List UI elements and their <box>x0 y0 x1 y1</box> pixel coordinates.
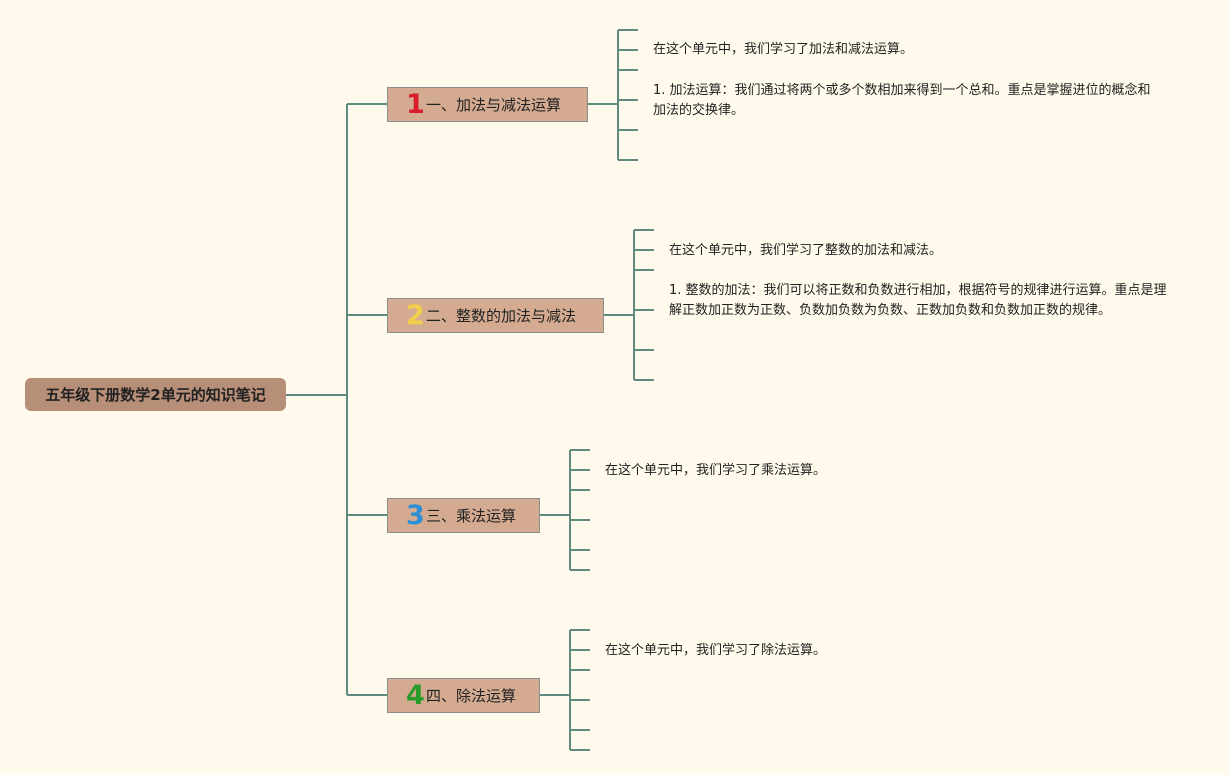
root-topic[interactable]: 五年级下册数学2单元的知识笔记 <box>25 378 286 411</box>
leaf-note[interactable]: 在这个单元中，我们学习了除法运算。 <box>605 643 827 658</box>
branch-label: 四、除法运算 <box>426 687 517 705</box>
branch-topic-1[interactable]: 1 一、加法与减法运算 <box>387 87 588 122</box>
branch-topic-4[interactable]: 4 四、除法运算 <box>387 678 540 713</box>
branch-topic-3[interactable]: 3 三、乘法运算 <box>387 498 540 533</box>
branch-label: 二、整数的加法与减法 <box>426 307 577 325</box>
number-one-icon: 1 <box>406 89 425 120</box>
root-title: 五年级下册数学2单元的知识笔记 <box>45 386 266 404</box>
branch-topic-2[interactable]: 2 二、整数的加法与减法 <box>387 298 604 333</box>
leaf-note[interactable]: 在这个单元中，我们学习了加法和减法运算。 <box>653 42 914 57</box>
number-three-icon: 3 <box>406 500 425 531</box>
number-four-icon: 4 <box>406 680 425 711</box>
leaf-note[interactable]: 在这个单元中，我们学习了整数的加法和减法。 <box>669 243 943 258</box>
number-two-icon: 2 <box>406 300 425 331</box>
leaf-note[interactable]: 在这个单元中，我们学习了乘法运算。 <box>605 463 827 478</box>
leaf-note[interactable]: 1. 整数的加法：我们可以将正数和负数进行相加，根据符号的规律进行运算。重点是理… <box>669 283 1167 318</box>
branch-label: 一、加法与减法运算 <box>426 96 562 114</box>
branch-label: 三、乘法运算 <box>426 507 517 525</box>
leaf-note[interactable]: 1. 加法运算：我们通过将两个或多个数相加来得到一个总和。重点是掌握进位的概念和… <box>653 83 1151 118</box>
